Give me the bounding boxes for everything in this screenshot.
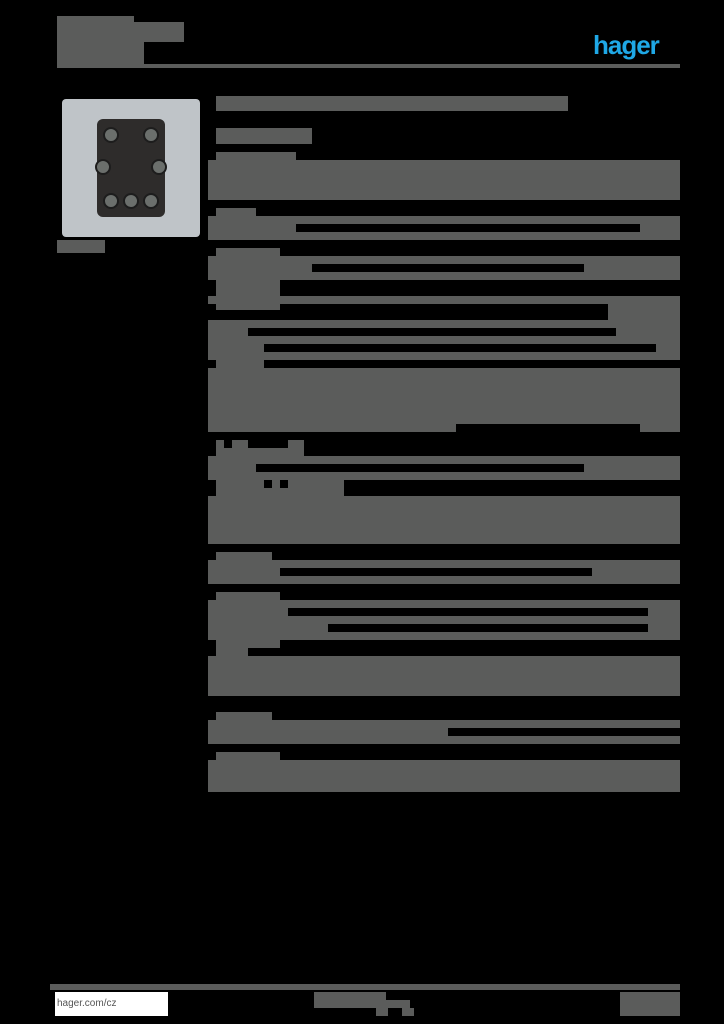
footer-page-number-block — [376, 1008, 388, 1016]
header-subtitle-block — [57, 42, 144, 64]
product-title-block — [216, 96, 568, 111]
footer-divider — [50, 984, 680, 990]
description-paragraph — [208, 368, 680, 432]
header-divider — [57, 64, 680, 68]
description-paragraph — [208, 656, 680, 696]
spec-row — [216, 352, 264, 368]
footer-center-block — [314, 1000, 410, 1008]
header-title-block — [57, 22, 184, 42]
section-heading — [216, 480, 344, 496]
footer-page-number-block — [402, 1008, 414, 1016]
spec-row — [608, 304, 680, 320]
section-heading — [216, 640, 248, 656]
description-paragraph — [208, 760, 680, 792]
section-heading — [216, 152, 296, 162]
product-photo — [62, 99, 200, 237]
product-subtitle-block — [216, 128, 312, 144]
spec-row — [208, 296, 680, 304]
description-paragraph — [208, 496, 680, 544]
website-link[interactable]: hager.com/cz — [55, 992, 168, 1016]
footer-right-block — [620, 992, 680, 1016]
spec-row — [208, 600, 680, 640]
switch-mechanism-image — [95, 119, 167, 217]
description-paragraph — [208, 160, 680, 200]
hager-logo: hager — [593, 30, 660, 60]
image-caption-block — [57, 240, 105, 253]
